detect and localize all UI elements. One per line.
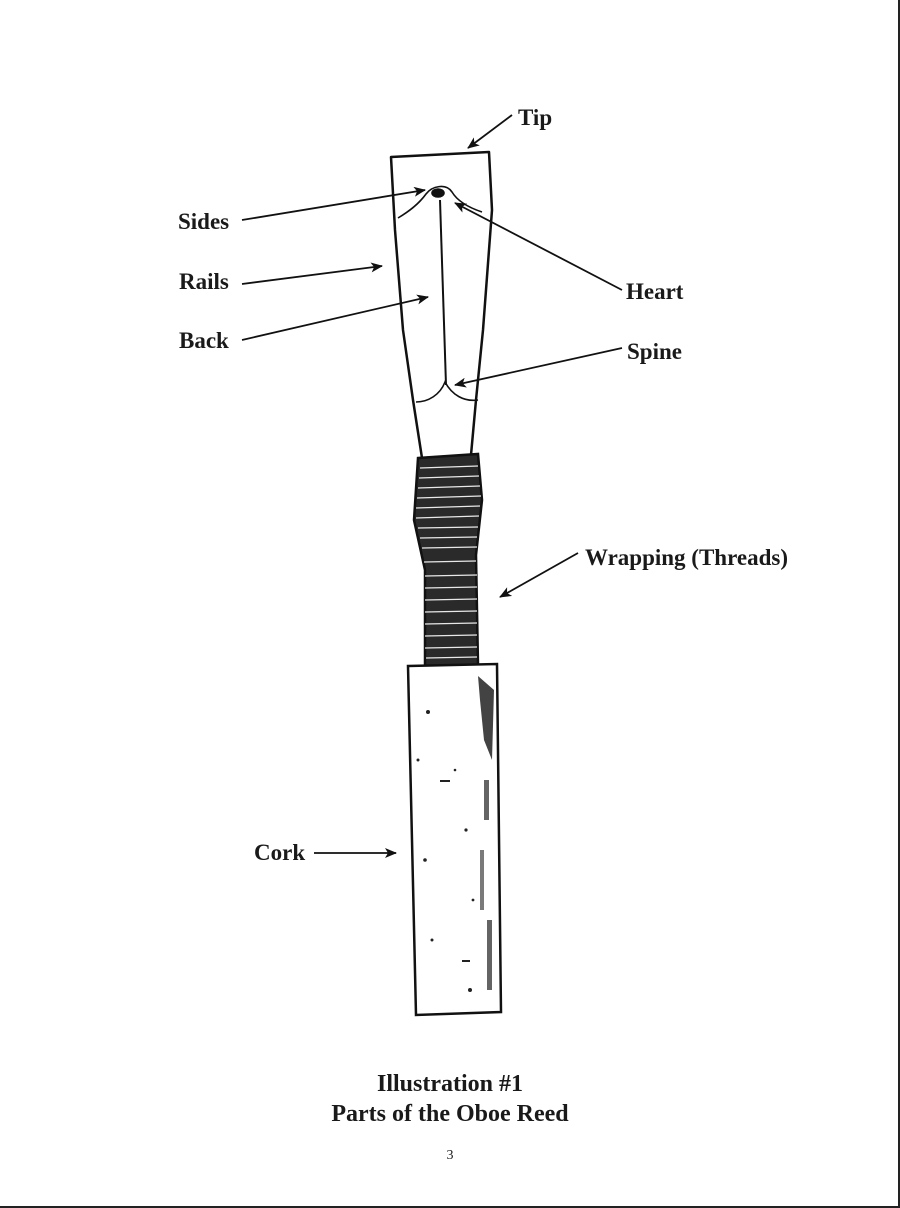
spine-arrow (454, 347, 623, 388)
label-spine: Spine (627, 339, 682, 364)
label-wrapping: Wrapping (Threads) (585, 545, 789, 570)
cork-body (406, 662, 503, 1017)
page-number: 3 (446, 1148, 454, 1163)
label-sides: Sides (178, 209, 230, 234)
spine-line (439, 199, 447, 386)
caption-title: Illustration #1 (376, 1071, 523, 1097)
page-edge-bottom (0, 1206, 900, 1208)
thread-wrapping (412, 452, 484, 669)
back-arrow (241, 294, 429, 341)
leader-lines (241, 114, 623, 858)
label-heart: Heart (626, 279, 684, 304)
label-tip: Tip (518, 105, 553, 130)
tip-arrow (467, 114, 513, 149)
reed-blade (389, 150, 494, 460)
label-cork: Cork (254, 840, 306, 865)
caption-subtitle: Parts of the Oboe Reed (331, 1101, 569, 1127)
page-edge-right (898, 0, 900, 1208)
heart-arrow (454, 202, 623, 291)
label-back: Back (179, 328, 229, 353)
wrapping-arrow (499, 552, 579, 598)
label-rails: Rails (179, 269, 229, 294)
rails-arrow (241, 262, 383, 285)
sides-arrow (241, 186, 426, 221)
scrape-curve (415, 380, 479, 403)
